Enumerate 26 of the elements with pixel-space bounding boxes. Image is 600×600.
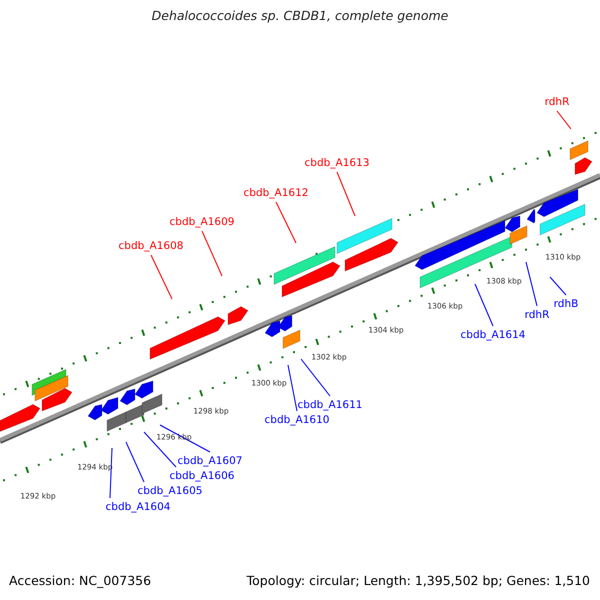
gene-label: rdhB [554, 295, 578, 314]
leader-line [144, 432, 176, 468]
leader-line [150, 254, 172, 300]
leader-line [300, 358, 330, 396]
leader-line [276, 202, 296, 244]
gene-label: cbdb_A1613 [304, 154, 370, 172]
leader-line [126, 442, 144, 482]
gene-label: rdhR [524, 306, 550, 324]
gene-label: rdhR [544, 92, 570, 111]
leader-line [550, 276, 566, 296]
leader-line [288, 364, 298, 412]
gene-label: cbdb_A1608 [118, 236, 184, 255]
gene-label: cbdb_A1604 [106, 498, 170, 516]
gene-label: cbdb_A1612 [244, 184, 308, 202]
accession-text: Accession: NC_007356 [9, 574, 152, 588]
leader-line [202, 230, 222, 276]
gene-label: cbdb_A1614 [460, 326, 526, 344]
leader-line [526, 262, 538, 306]
leader-line [110, 448, 112, 498]
leader-line [556, 110, 572, 130]
genome-info-text: Topology: circular; Length: 1,395,502 bp; Genes: 1,510 [246, 574, 590, 588]
leader-line [474, 284, 494, 326]
leader-line [336, 172, 356, 216]
leader-line [160, 424, 210, 452]
gene-label: cbdb_A1609 [170, 212, 234, 231]
title: Dehalococcoides sp. CBDB1, complete genome [152, 8, 448, 23]
